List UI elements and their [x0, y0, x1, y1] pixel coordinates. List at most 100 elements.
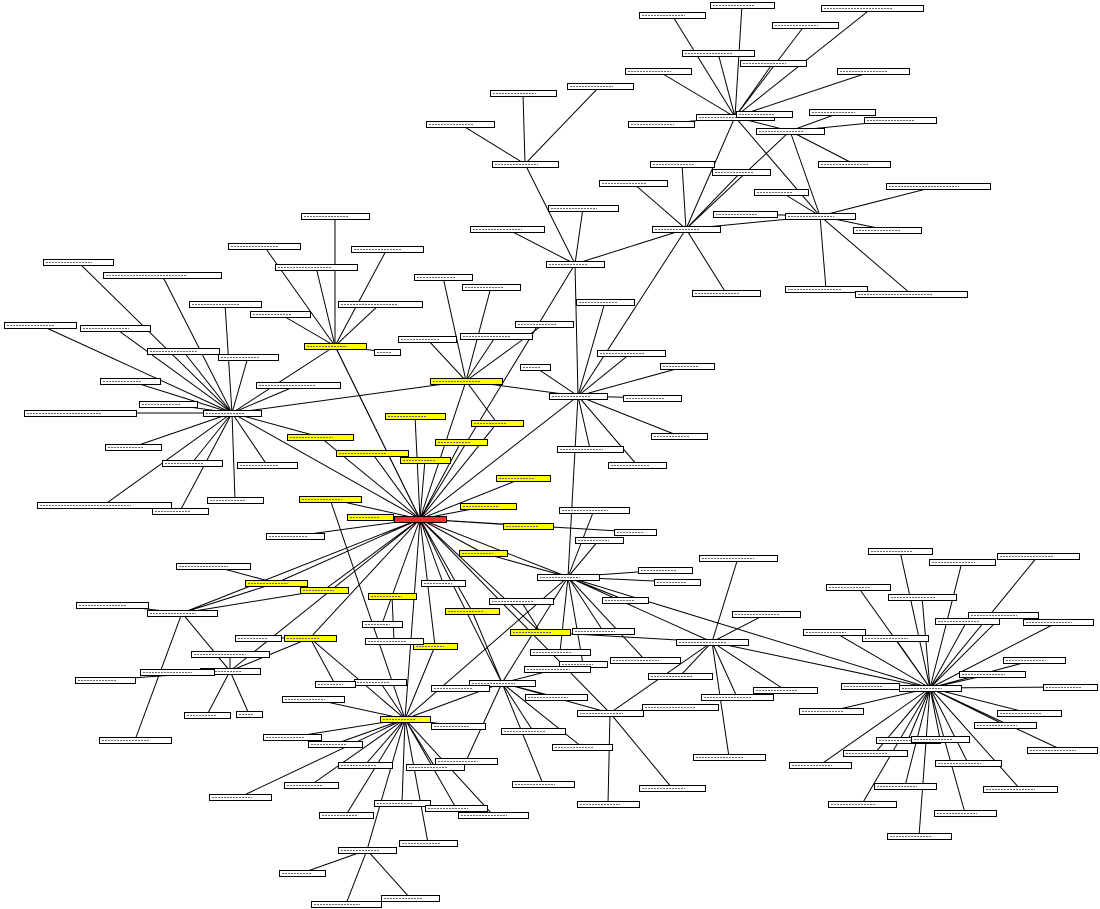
edge-f4-H4: [685, 228, 727, 294]
edge-H14-H15: [181, 612, 231, 672]
highlighted-node-a13[interactable]: [347, 514, 394, 521]
graph-node-j4[interactable]: [826, 584, 891, 591]
graph-node-H7[interactable]: [785, 213, 856, 220]
graph-node-d8[interactable]: [559, 507, 630, 514]
graph-node-f5[interactable]: [713, 211, 778, 218]
edge-a21-a22: [404, 645, 436, 720]
highlighted-node-a7[interactable]: [435, 439, 488, 446]
graph-node-c1[interactable]: [414, 274, 473, 281]
graph-node-j9[interactable]: [968, 612, 1039, 619]
graph-node-d7[interactable]: [608, 462, 667, 469]
graph-node-b1[interactable]: [43, 259, 114, 266]
edge-l19-a16: [381, 595, 393, 625]
edge-C-H14: [181, 518, 421, 614]
graph-node-l15[interactable]: [279, 870, 326, 877]
edge-h8-H8: [567, 576, 646, 661]
edge-H2-H3: [574, 263, 579, 397]
edge-e1-H3: [506, 228, 576, 265]
graph-node-k3[interactable]: [501, 728, 566, 735]
edge-C-a3: [414, 415, 421, 520]
graph-node-l16[interactable]: [381, 895, 440, 902]
graph-node-j16[interactable]: [997, 710, 1062, 717]
edge-l13-a22: [366, 718, 406, 851]
graph-node-d1[interactable]: [576, 299, 635, 306]
graph-node-k1[interactable]: [431, 685, 490, 692]
graph-node-e2[interactable]: [548, 205, 619, 212]
edge-j25-H10: [929, 687, 966, 814]
graph-node-j3[interactable]: [997, 553, 1080, 560]
graph-node-j1[interactable]: [868, 548, 933, 555]
graph-node-l19[interactable]: [362, 621, 403, 628]
graph-node-f9[interactable]: [785, 286, 868, 293]
graph-node-H3[interactable]: [546, 261, 605, 268]
edge-b3-H1: [39, 324, 233, 414]
focus-node-C[interactable]: [394, 516, 447, 523]
graph-node-b4[interactable]: [80, 325, 151, 332]
graph-node-j19[interactable]: [843, 750, 908, 757]
edge-m9-H14: [134, 612, 183, 741]
graph-node-f3[interactable]: [712, 169, 771, 176]
graph-node-f2[interactable]: [650, 161, 715, 168]
edge-j6-H10: [833, 631, 931, 689]
edge-d5-H2: [577, 395, 680, 437]
edge-j16-H10: [929, 687, 1030, 714]
edge-H5-H7: [734, 116, 821, 217]
graph-node-l1[interactable]: [354, 679, 407, 686]
graph-node-l6[interactable]: [406, 764, 465, 771]
graph-node-b2[interactable]: [103, 272, 222, 279]
edge-H6-H7: [789, 130, 821, 217]
edge-f7-H7: [819, 185, 939, 217]
edge-c3-a2: [426, 338, 467, 382]
graph-node-l3[interactable]: [263, 734, 322, 741]
edge-j27-H10: [929, 687, 1006, 726]
graph-node-i5[interactable]: [753, 687, 818, 694]
graph-node-h8[interactable]: [610, 657, 681, 664]
edge-j21-H10: [819, 687, 931, 766]
graph-node-h3[interactable]: [654, 579, 701, 586]
edge-m11-a20: [309, 637, 336, 685]
graph-node-j28[interactable]: [911, 736, 970, 743]
graph-node-f10[interactable]: [855, 291, 968, 298]
edge-layer: [39, 4, 1071, 905]
graph-node-m7[interactable]: [184, 712, 231, 719]
edge-C-a16: [391, 518, 421, 597]
edge-j1-H10: [899, 550, 931, 689]
edge-h5-H8: [567, 576, 604, 632]
graph-node-h4[interactable]: [602, 597, 649, 604]
graph-node-l18[interactable]: [365, 638, 424, 645]
graph-node-l14[interactable]: [399, 840, 458, 847]
graph-node-g2[interactable]: [710, 2, 775, 9]
edge-C-H1: [231, 412, 421, 520]
graph-node-d4[interactable]: [623, 395, 682, 402]
graph-node-j15[interactable]: [799, 708, 864, 715]
highlighted-node-a6[interactable]: [471, 420, 524, 427]
graph-node-m11[interactable]: [315, 681, 356, 688]
graph-node-b9[interactable]: [139, 401, 198, 408]
graph-node-i6[interactable]: [642, 704, 719, 711]
graph-node-c5[interactable]: [515, 321, 574, 328]
graph-node-b8[interactable]: [24, 410, 137, 417]
graph-node-l13[interactable]: [338, 847, 397, 854]
graph-node-h9[interactable]: [489, 598, 554, 605]
graph-node-j13[interactable]: [841, 683, 900, 690]
edge-c5-a2: [465, 323, 545, 382]
graph-node-j18[interactable]: [1027, 747, 1098, 754]
graph-node-m6[interactable]: [235, 635, 282, 642]
highlighted-node-a20[interactable]: [284, 635, 337, 642]
graph-node-j26[interactable]: [887, 833, 952, 840]
graph-node-H2[interactable]: [549, 393, 608, 400]
graph-node-j8[interactable]: [935, 618, 1000, 625]
graph-node-b20[interactable]: [275, 264, 358, 271]
graph-node-c2[interactable]: [462, 284, 521, 291]
edge-g2-H5: [734, 4, 743, 118]
graph-node-j10[interactable]: [1023, 619, 1094, 626]
graph-node-i3[interactable]: [648, 673, 713, 680]
graph-node-H1[interactable]: [203, 410, 262, 417]
graph-node-m10[interactable]: [266, 533, 325, 540]
graph-node-H14[interactable]: [147, 610, 218, 617]
edge-C-a2: [419, 380, 467, 520]
graph-node-l17[interactable]: [311, 901, 382, 908]
graph-node-l12[interactable]: [458, 812, 529, 819]
graph-node-c3[interactable]: [398, 336, 457, 343]
edge-l16-l13: [366, 849, 411, 899]
